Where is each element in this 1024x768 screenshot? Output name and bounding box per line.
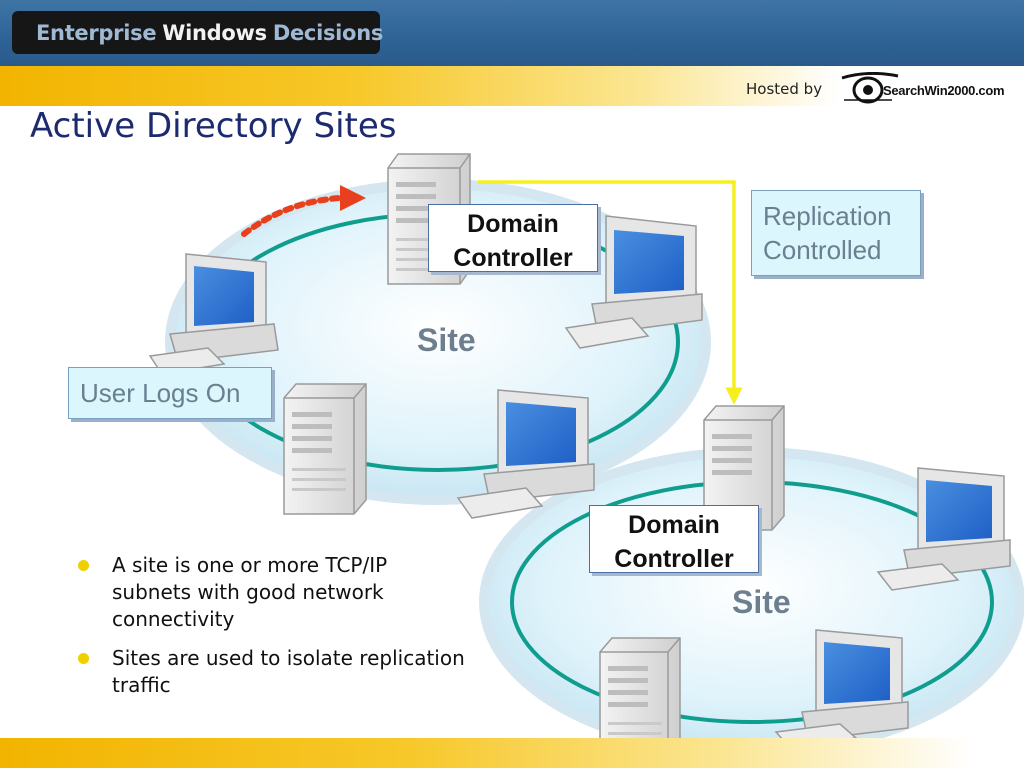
server-tower-site-1	[283, 383, 367, 515]
footer-band	[0, 738, 1024, 768]
bullet-list: A site is one or more TCP/IP subnets wit…	[70, 552, 470, 711]
brand-banner: Enterprise Windows Decisions	[12, 11, 384, 54]
bullet-text-1: A site is one or more TCP/IP subnets wit…	[112, 553, 388, 631]
logon-dotted-arrow	[241, 195, 343, 237]
domain-controller-1-label: Domain Controller	[428, 204, 598, 272]
brand-word-enterprise: Enterprise	[36, 20, 157, 45]
workstation-site-1-bottom	[456, 389, 595, 519]
bullet-item: Sites are used to isolate replication tr…	[70, 645, 470, 699]
workstation-site-1-topright	[564, 215, 703, 349]
user-logs-on-callout: User Logs On	[68, 367, 272, 419]
user-logs-on-text: User Logs On	[80, 378, 241, 408]
brand-word-decisions: Decisions	[272, 20, 384, 45]
workstation-site-2-topright	[876, 467, 1011, 591]
hosted-by-label: Hosted by	[746, 80, 823, 98]
replication-arrow	[478, 180, 743, 405]
bullet-text-2: Sites are used to isolate replication tr…	[112, 646, 465, 697]
bullet-dot-icon	[78, 653, 89, 664]
workstation-user	[148, 253, 279, 375]
bullet-item: A site is one or more TCP/IP subnets wit…	[70, 552, 470, 633]
workstation-site-2-bottom	[774, 629, 909, 749]
site-2-label: Site	[732, 584, 791, 620]
dc-1-line-2: Controller	[453, 244, 573, 272]
domain-controller-2-label: Domain Controller	[589, 505, 759, 573]
header-bar: Enterprise Windows Decisions	[0, 0, 1024, 66]
bullet-dot-icon	[78, 560, 89, 571]
slide-title: Active Directory Sites	[30, 106, 397, 146]
replication-controlled-callout: Replication Controlled	[751, 190, 921, 276]
server-tower-site-2	[599, 637, 681, 768]
server-tower-dc-2	[703, 405, 785, 531]
dc-2-line-1: Domain	[628, 511, 720, 539]
replication-line-2: Controlled	[763, 235, 882, 265]
dc-1-line-1: Domain	[467, 210, 559, 238]
sponsor-logo-icon	[841, 72, 899, 104]
site-1-label: Site	[417, 322, 476, 358]
logon-arrow-head	[340, 185, 366, 211]
dc-2-line-2: Controller	[614, 545, 734, 573]
sponsor-logo-text: SearchWin2000.com	[883, 83, 1005, 98]
replication-line-1: Replication	[763, 201, 892, 231]
brand-word-windows: Windows	[162, 20, 267, 45]
